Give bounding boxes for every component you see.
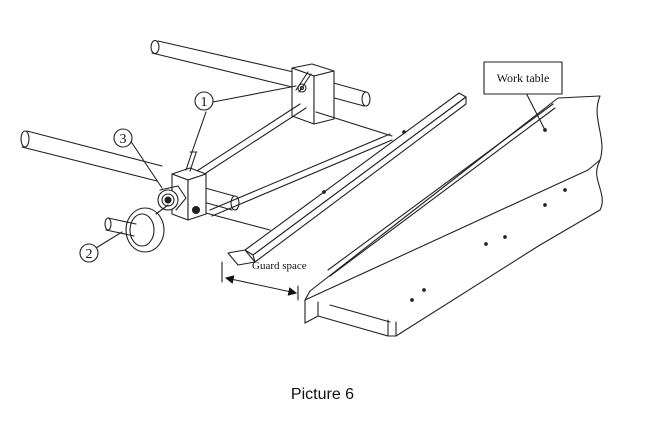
work-table-label: Work table (497, 71, 550, 85)
guard-rail (227, 92, 467, 266)
handwheel (104, 204, 169, 253)
callout-1-label: 1 (201, 95, 208, 110)
callout-2-label: 2 (86, 247, 93, 262)
cross-rods (179, 103, 393, 231)
guard-space-label: Guard space (252, 260, 307, 272)
figure-caption: Picture 6 (290, 386, 355, 403)
callout-circle-2 (79, 243, 99, 263)
upper-rod (150, 39, 371, 107)
guard-space-dimension (221, 261, 299, 301)
clamp-knob (157, 185, 187, 211)
callout-circle-1 (194, 91, 214, 111)
callout-circle-3 (113, 128, 133, 148)
work-table-label-box (483, 61, 563, 95)
work-table (304, 95, 603, 337)
upper-block (291, 63, 335, 125)
callout-3-label: 3 (120, 132, 127, 147)
lower-block (171, 151, 207, 221)
